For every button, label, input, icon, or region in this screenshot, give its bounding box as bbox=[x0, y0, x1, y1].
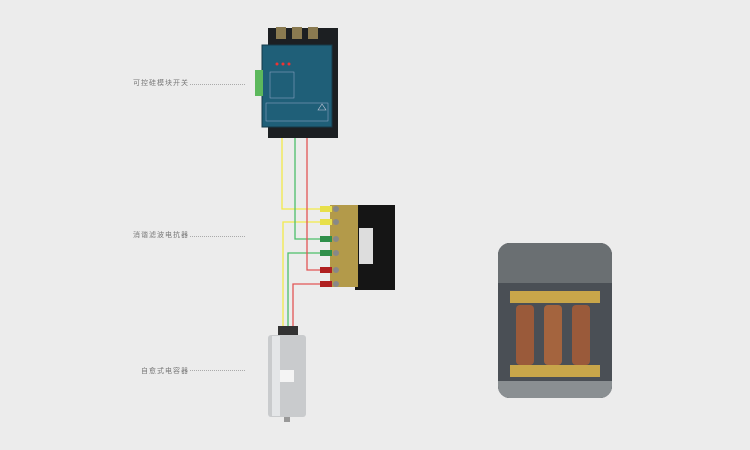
wire-red-2 bbox=[292, 283, 320, 330]
wire-yellow-1 bbox=[281, 137, 325, 210]
label-capacitor: 自愈式电容器 bbox=[141, 367, 189, 375]
wires bbox=[281, 137, 325, 330]
wire-green-1 bbox=[294, 137, 320, 240]
leader-line-capacitor bbox=[190, 370, 245, 371]
leader-line-reactor bbox=[190, 236, 245, 237]
capacitor-image bbox=[268, 326, 306, 422]
reactor-image bbox=[320, 205, 395, 290]
reactor-terminals bbox=[320, 206, 339, 287]
reactor-photo bbox=[498, 243, 612, 398]
wire-yellow-2 bbox=[282, 221, 325, 330]
label-reactor: 消谐滤波电抗器 bbox=[133, 231, 189, 239]
scr-module-image bbox=[255, 27, 338, 138]
label-scr-module: 可控硅模块开关 bbox=[133, 79, 189, 87]
wire-green-2 bbox=[287, 252, 320, 330]
wire-red-1 bbox=[306, 137, 320, 271]
leader-line-module bbox=[190, 84, 245, 85]
